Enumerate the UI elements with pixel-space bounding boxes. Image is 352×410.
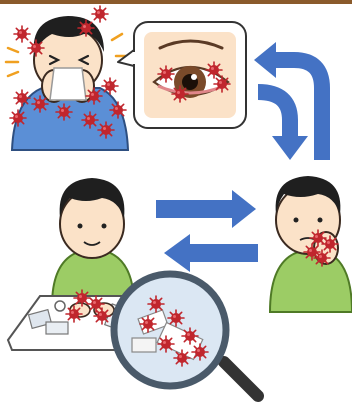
magnifying-glass-icon [114,274,258,396]
cycle-arrows-top [254,42,322,160]
person-touching-face-icon [270,176,352,312]
transfer-arrows [156,190,258,272]
infected-eye-icon [118,22,246,128]
